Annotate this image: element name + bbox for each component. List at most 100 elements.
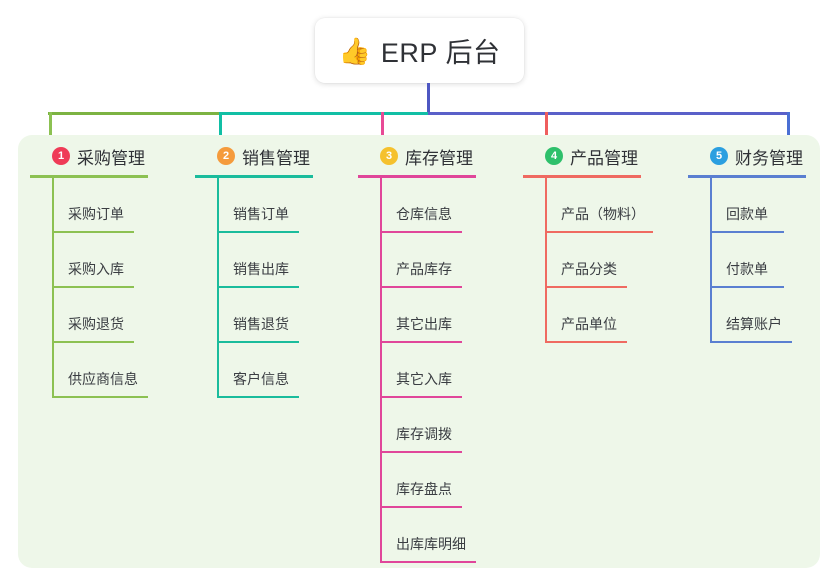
branch-item-label: 库存盘点	[396, 481, 452, 497]
branch-item-rule	[52, 341, 134, 343]
branch-header-2[interactable]: 2 销售管理	[195, 144, 313, 168]
branch-title-1: 采购管理	[77, 148, 145, 168]
branch-badge-5: 5	[710, 147, 728, 165]
branch-item[interactable]: 结算账户	[710, 288, 806, 343]
branch-item[interactable]: 客户信息	[217, 343, 313, 398]
branch-item[interactable]: 采购订单	[52, 178, 148, 233]
branch-spine-3	[380, 178, 382, 563]
branch-item-rule	[710, 341, 792, 343]
root-node[interactable]: 👍 ERP 后台	[315, 18, 524, 83]
branch-badge-4: 4	[545, 147, 563, 165]
branch-title-5: 财务管理	[735, 148, 803, 168]
branch-items-1: 采购订单采购入库采购退货供应商信息	[52, 178, 148, 398]
branch-item[interactable]: 出库库明细	[380, 508, 476, 563]
thumbs-up-icon: 👍	[338, 35, 371, 66]
branch-item-label: 采购退货	[68, 316, 124, 332]
branch-items-5: 回款单付款单结算账户	[710, 178, 806, 343]
branch-item-rule	[217, 341, 299, 343]
branch-item-rule	[710, 231, 784, 233]
branch-header-5[interactable]: 5 财务管理	[688, 144, 806, 168]
branch-item-rule	[380, 561, 476, 563]
branch-item-label: 付款单	[726, 261, 768, 277]
branch-item[interactable]: 采购入库	[52, 233, 148, 288]
branch-spine-5	[710, 178, 712, 343]
branch-column-2: 2 销售管理销售订单销售出库销售退货客户信息	[195, 144, 313, 398]
branch-column-4: 4 产品管理产品（物料） 产品分类产品单位	[523, 144, 653, 343]
branch-item-label: 产品单位	[561, 316, 617, 332]
branch-item[interactable]: 其它出库	[380, 288, 476, 343]
drop-connector-3	[381, 112, 384, 144]
branch-item-label: 其它入库	[396, 371, 452, 387]
branch-spine-2	[217, 178, 219, 398]
branch-item[interactable]: 销售订单	[217, 178, 313, 233]
branch-items-4: 产品（物料） 产品分类产品单位	[545, 178, 653, 343]
branch-item[interactable]: 回款单	[710, 178, 806, 233]
branch-column-1: 1 采购管理采购订单采购入库采购退货供应商信息	[30, 144, 148, 398]
branch-header-3[interactable]: 3 库存管理	[358, 144, 476, 168]
branch-item-rule	[380, 451, 462, 453]
branch-item-rule	[380, 506, 462, 508]
branch-underline-4	[523, 175, 641, 178]
branch-underline-3	[358, 175, 476, 178]
branch-item-rule	[380, 231, 462, 233]
branch-item-rule	[710, 286, 784, 288]
drop-connector-5	[787, 112, 790, 144]
branch-item-rule	[380, 286, 462, 288]
branch-item[interactable]: 产品库存	[380, 233, 476, 288]
branch-item-label: 回款单	[726, 206, 768, 222]
branch-item[interactable]: 产品（物料）	[545, 178, 653, 233]
branch-item-label: 产品（物料）	[561, 206, 645, 222]
branch-item[interactable]: 产品分类	[545, 233, 641, 288]
branch-title-3: 库存管理	[405, 148, 473, 168]
root-node-label: ERP 后台	[380, 38, 501, 68]
branch-item[interactable]: 付款单	[710, 233, 806, 288]
branch-item[interactable]: 采购退货	[52, 288, 148, 343]
branch-item[interactable]: 库存盘点	[380, 453, 476, 508]
branch-item[interactable]: 产品单位	[545, 288, 641, 343]
branch-spine-4	[545, 178, 547, 343]
branch-item-label: 库存调拨	[396, 426, 452, 442]
branch-item[interactable]: 仓库信息	[380, 178, 476, 233]
branch-column-3: 3 库存管理仓库信息产品库存其它出库其它入库库存调拨库存盘点出库库明细	[358, 144, 476, 563]
branch-badge-1: 1	[52, 147, 70, 165]
branch-title-4: 产品管理	[570, 148, 638, 168]
branch-item[interactable]: 其它入库	[380, 343, 476, 398]
trunk-segment-3	[428, 112, 788, 115]
branch-item-rule	[52, 286, 134, 288]
trunk-segment-1	[48, 112, 220, 115]
branch-item[interactable]: 销售退货	[217, 288, 313, 343]
branch-title-2: 销售管理	[242, 148, 310, 168]
branch-item-rule	[52, 231, 134, 233]
branch-header-4[interactable]: 4 产品管理	[523, 144, 641, 168]
branch-item-label: 产品库存	[396, 261, 452, 277]
branch-item-rule	[217, 286, 299, 288]
branch-item-label: 其它出库	[396, 316, 452, 332]
branch-underline-2	[195, 175, 313, 178]
branch-item-rule	[545, 341, 627, 343]
branch-item-rule	[545, 231, 653, 233]
branch-underline-1	[30, 175, 148, 178]
branch-item-label: 仓库信息	[396, 206, 452, 222]
branch-badge-3: 3	[380, 147, 398, 165]
branch-item-rule	[545, 286, 627, 288]
branch-item-label: 销售出库	[233, 261, 289, 277]
branch-item-label: 客户信息	[233, 371, 289, 387]
branch-item-rule	[217, 231, 299, 233]
branch-item[interactable]: 销售出库	[217, 233, 313, 288]
branch-items-3: 仓库信息产品库存其它出库其它入库库存调拨库存盘点出库库明细	[380, 178, 476, 563]
branch-header-1[interactable]: 1 采购管理	[30, 144, 148, 168]
drop-connector-1	[49, 112, 52, 144]
branch-spine-1	[52, 178, 54, 398]
branch-item[interactable]: 供应商信息	[52, 343, 148, 398]
branch-item-label: 采购订单	[68, 206, 124, 222]
branch-badge-2: 2	[217, 147, 235, 165]
branch-item-rule	[52, 396, 148, 398]
trunk-segment-2	[220, 112, 428, 115]
branch-column-5: 5 财务管理回款单付款单结算账户	[688, 144, 806, 343]
branch-item-label: 出库库明细	[396, 536, 466, 552]
branch-item-label: 供应商信息	[68, 371, 138, 387]
branch-item[interactable]: 库存调拨	[380, 398, 476, 453]
branch-item-label: 销售订单	[233, 206, 289, 222]
drop-connector-4	[545, 112, 548, 144]
